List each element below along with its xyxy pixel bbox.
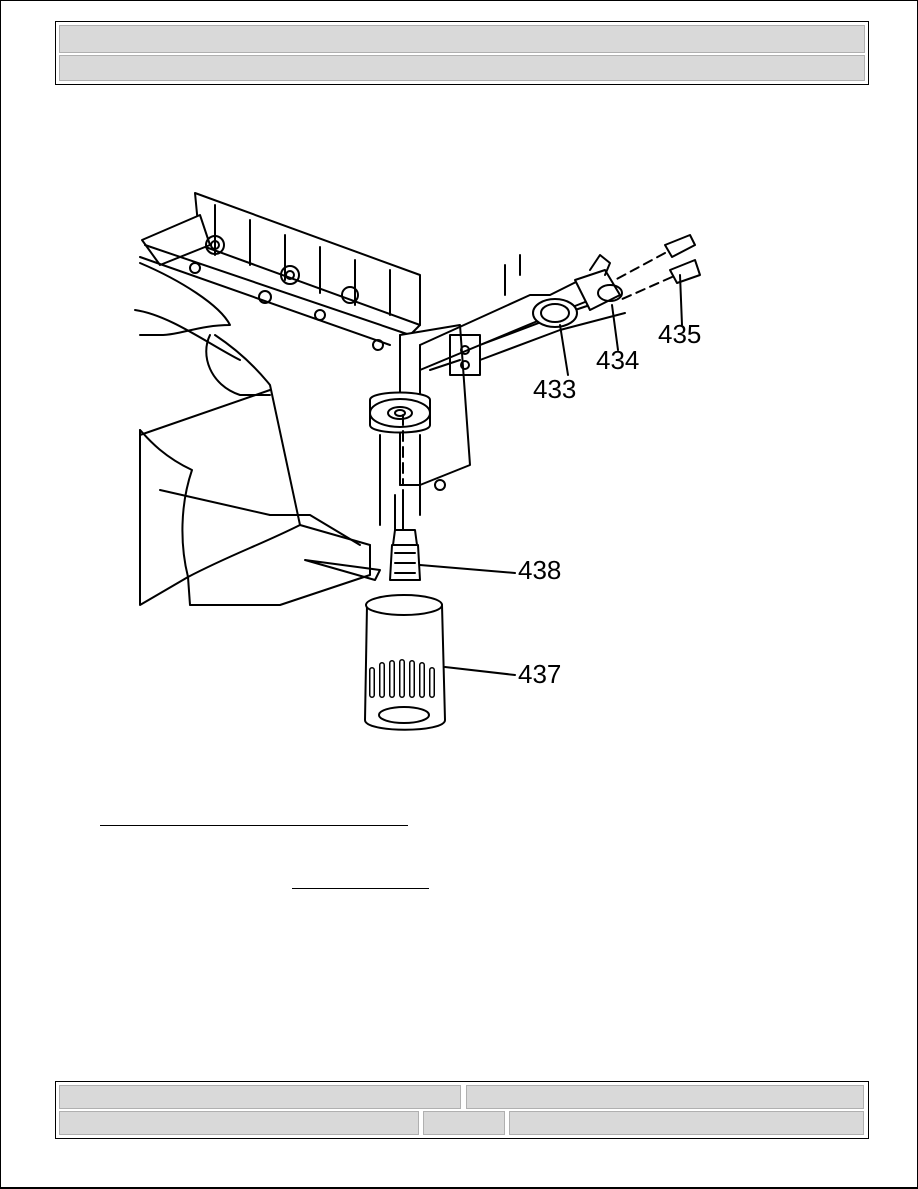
callout-434: 434	[596, 345, 639, 375]
link-underline-1[interactable]	[100, 825, 408, 826]
page-header	[55, 21, 869, 85]
header-subtitle-bar	[59, 55, 865, 81]
page-footer	[55, 1081, 869, 1139]
callout-438: 438	[518, 555, 561, 585]
callout-433: 433	[533, 374, 576, 404]
link-underline-2[interactable]	[292, 888, 429, 889]
header-title-bar	[59, 25, 865, 53]
oil-filter-adapter-illustration: 433 434 435 438 437	[134, 192, 701, 731]
footer-cell-right-top	[466, 1085, 864, 1109]
callout-435: 435	[658, 319, 701, 349]
footer-cell-right-bottom	[509, 1111, 864, 1135]
footer-cell-left-bottom	[59, 1111, 419, 1135]
footer-cell-left-top	[59, 1085, 461, 1109]
footer-cell-mid-bottom	[423, 1111, 505, 1135]
callout-437: 437	[518, 659, 561, 689]
